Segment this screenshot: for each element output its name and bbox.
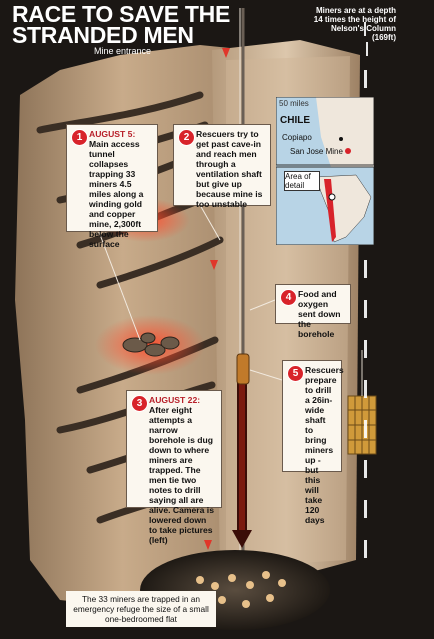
nelson-column-note: Miners are at a depth 14 times the heigh… xyxy=(313,6,396,42)
location-map: 50 miles CHILE Copiapo San Jose Mine Are… xyxy=(276,97,374,245)
callout-4-text: Food and oxygen sent down the borehole xyxy=(298,289,341,339)
callout-1: 1 AUGUST 5: Main access tunnel collapses… xyxy=(66,124,158,249)
callout-3: 3 AUGUST 22: After eight attempts a narr… xyxy=(126,390,222,545)
callout-3-number: 3 xyxy=(131,395,148,412)
callout-4: 4 Food and oxygen sent down the borehole xyxy=(275,284,351,339)
mine-entrance-label: Mine entrance xyxy=(94,46,152,56)
callout-2-text: Rescuers try to get past cave-in and rea… xyxy=(196,129,263,209)
map-area-label: Area of detail xyxy=(284,171,320,191)
callout-1-number: 1 xyxy=(71,129,88,146)
callout-3-text: After eight attempts a narrow borehole i… xyxy=(149,405,214,545)
callout-2: 2 Rescuers try to get past cave-in and r… xyxy=(173,124,271,209)
callout-1-text: Main access tunnel collapses trapping 33… xyxy=(89,139,144,249)
callout-5-text: Rescuers prepare to drill a 26in-wide sh… xyxy=(305,365,344,525)
page-title: RACE TO SAVE THE STRANDED MEN xyxy=(12,1,230,48)
map-scale: 50 miles xyxy=(279,99,309,108)
callout-5: 5 Rescuers prepare to drill a 26in-wide … xyxy=(282,360,344,525)
callout-3-date: AUGUST 22: xyxy=(149,395,201,405)
callout-1-date: AUGUST 5: xyxy=(89,129,136,139)
rescue-capsule xyxy=(347,350,377,455)
callout-2-number: 2 xyxy=(178,129,195,146)
map-mine: San Jose Mine xyxy=(290,147,343,156)
food-capsule xyxy=(236,353,250,385)
miners xyxy=(196,571,286,608)
refuge-caption: The 33 miners are trapped in an emergenc… xyxy=(66,591,216,627)
map-country: CHILE xyxy=(280,115,310,126)
callout-4-number: 4 xyxy=(280,289,297,306)
title-line-2: STRANDED MEN xyxy=(12,22,194,48)
collapse-rubble xyxy=(122,332,180,357)
title-line-1: RACE TO SAVE THE xyxy=(12,1,230,27)
callout-5-number: 5 xyxy=(287,365,304,382)
map-city: Copiapo xyxy=(282,133,312,142)
